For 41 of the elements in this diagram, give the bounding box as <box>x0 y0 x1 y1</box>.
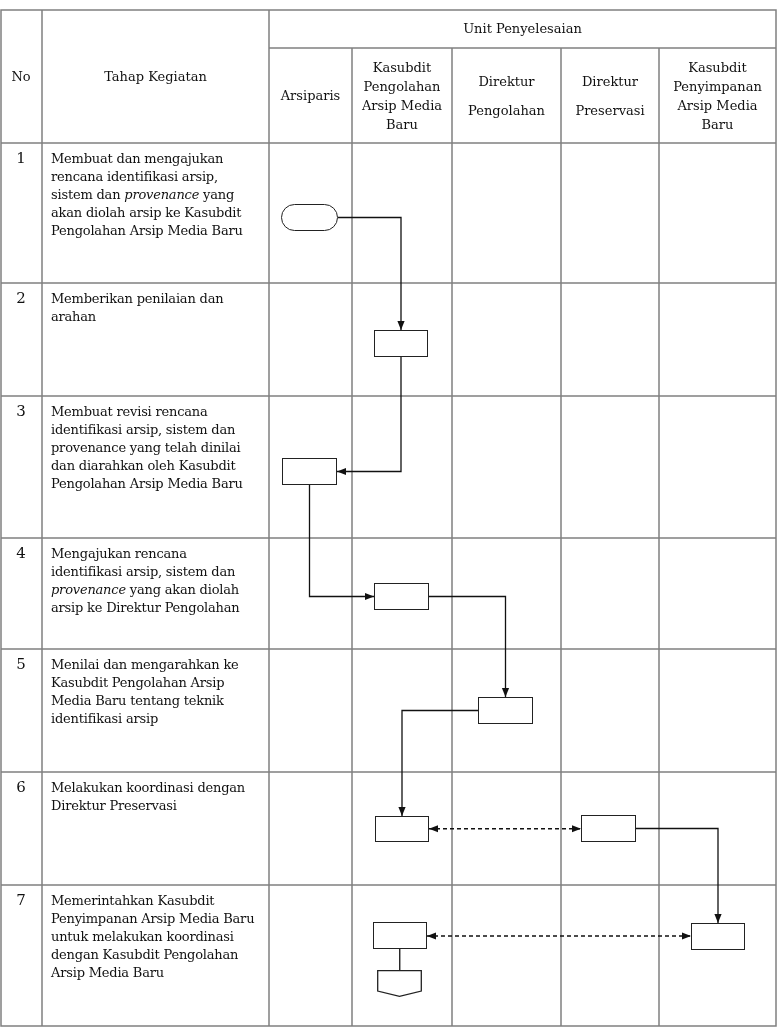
row-number: 7 <box>16 891 26 909</box>
dashed-double-headed-arrow <box>428 825 582 833</box>
step-description: Menilai dan mengarahkan ke Kasubdit Pengolahan Arsip Media Baru tentang teknik identifikasi arsip <box>51 656 240 728</box>
column-header: Kasubdit Penyimpanan Arsip Media Baru <box>672 58 763 134</box>
row-number: 2 <box>16 289 26 307</box>
step-description: Mengajukan rencana identifikasi arsip, sistem dan provenance yang akan diolah arsip ke Direktur Pengolahan <box>51 545 241 617</box>
arrow <box>428 595 510 698</box>
connector-line <box>399 948 401 971</box>
process-box <box>691 923 745 950</box>
column-header: Kasubdit Pengolahan Arsip Media Baru <box>360 58 444 134</box>
off-page-connector <box>377 970 422 997</box>
process-box <box>374 583 429 610</box>
column-header: No <box>11 67 31 86</box>
arrow <box>308 484 375 601</box>
row-number: 1 <box>16 149 26 167</box>
process-box <box>374 330 428 357</box>
arrow <box>398 709 479 817</box>
process-box <box>375 816 429 842</box>
arrow <box>337 216 405 331</box>
step-description: Memerintahkan Kasubdit Penyimpanan Arsip Media Baru untuk melakukan koordinasi dengan Kasubdit Pengolahan Arsip Media Baru <box>51 892 256 982</box>
step-description: Melakukan koordinasi dengan Direktur Preservasi <box>51 779 247 815</box>
column-header: Tahap Kegiatan <box>104 67 207 86</box>
column-header: Direktur Pengolahan <box>467 72 546 120</box>
terminator-shape <box>281 204 338 231</box>
arrow <box>635 827 722 924</box>
process-box <box>282 458 337 485</box>
process-box <box>581 815 636 842</box>
row-number: 6 <box>16 778 26 796</box>
step-description: Membuat dan mengajukan rencana identifikasi arsip, sistem dan provenance yang akan diolah arsip ke Kasubdit Pengolahan Arsip Media Baru <box>51 150 244 240</box>
step-description: Membuat revisi rencana identifikasi arsip, sistem dan provenance yang telah dinilai dan diarahkan oleh Kasubdit Pengolahan Arsip Media Baru <box>51 403 244 493</box>
column-header: Arsiparis <box>280 86 341 105</box>
step-description: Memberikan penilaian dan arahan <box>51 290 225 326</box>
process-box <box>478 697 533 724</box>
row-number: 3 <box>16 402 26 420</box>
row-number: 4 <box>16 544 26 562</box>
process-box <box>373 922 427 949</box>
arrow <box>336 356 402 476</box>
row-number: 5 <box>16 655 26 673</box>
column-header: Direktur Preservasi <box>574 72 646 120</box>
dashed-double-headed-arrow <box>426 932 692 940</box>
column-group-header: Unit Penyelesaian <box>463 20 582 38</box>
